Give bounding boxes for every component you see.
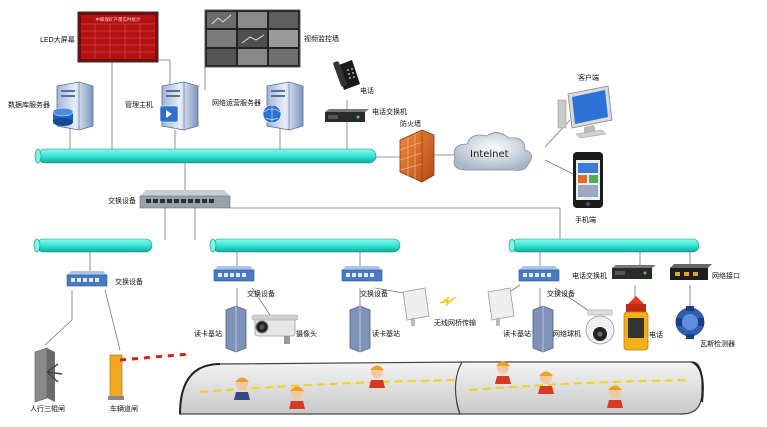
- phone-switch-bottom-icon: [612, 265, 656, 279]
- led-screen-text: 中联煤矿产量实时统计: [96, 16, 141, 23]
- label-switch-2: 交换设备: [247, 289, 275, 298]
- label-core-switch: 交换设备: [108, 196, 136, 205]
- label-reader-1: 读卡基站: [194, 329, 222, 338]
- core-switch-icon: [139, 190, 231, 209]
- label-net-gateway: 网络球机: [553, 329, 581, 338]
- label-turnstile: 人行三辊闸: [30, 404, 65, 413]
- emergency-phone-icon: [623, 296, 649, 351]
- label-reader-3: 读卡基站: [503, 329, 531, 338]
- worker-4-icon: [495, 361, 511, 384]
- main-bus: [34, 148, 377, 164]
- worker-6-icon: [607, 385, 623, 408]
- label-switch-3: 交换设备: [360, 289, 388, 298]
- label-gas-detector: 瓦斯检测器: [700, 339, 735, 348]
- internet-cloud-icon: [453, 132, 532, 171]
- switch-2-icon: [213, 266, 255, 282]
- label-net-interface: 网络接口: [712, 271, 740, 280]
- wireless-bridge-left-icon: [402, 287, 430, 326]
- label-db-server: 数据库服务器: [8, 100, 50, 109]
- switch-4-icon: [518, 266, 560, 282]
- led-screen-icon: 中联煤矿产量实时统计: [77, 11, 159, 63]
- firewall-icon: [399, 129, 435, 183]
- database-server-icon: [52, 81, 94, 131]
- gas-detector-icon: [675, 306, 705, 339]
- label-phone-switch-bottom: 电话交换机: [572, 271, 607, 280]
- dome-camera-icon: [585, 309, 615, 345]
- turnstile-icon: [34, 347, 63, 403]
- label-client: 客户端: [578, 73, 599, 82]
- label-reader-2: 读卡基站: [372, 329, 400, 338]
- label-switch-4: 交换设备: [547, 289, 575, 298]
- mobile-phone-icon: [573, 152, 603, 208]
- label-led-screen: LED大屏幕: [40, 35, 75, 44]
- wireless-bridge-right-icon: [487, 287, 515, 326]
- reader-station-3-icon: [532, 305, 554, 353]
- network-interface-icon: [670, 264, 712, 280]
- label-internet: Intelnet: [470, 149, 509, 160]
- phone-top-icon: [333, 60, 360, 90]
- sub-bus-right: [508, 238, 700, 253]
- label-mgmt-host: 管理主机: [125, 100, 153, 109]
- lightning-icon: [439, 296, 457, 307]
- switch-3-icon: [341, 266, 383, 282]
- worker-3-icon: [369, 365, 385, 388]
- vehicle-gate-icon: [108, 352, 191, 400]
- worker-1-icon: [234, 377, 250, 400]
- camera-icon: [251, 314, 299, 344]
- label-phone-bottom: 电话: [649, 330, 663, 339]
- label-wireless-bridge: 无线网桥传输: [434, 318, 476, 327]
- tunnel-left: [179, 361, 472, 415]
- label-phone-top: 电话: [360, 86, 374, 95]
- client-pc-icon: [557, 85, 613, 139]
- label-vehicle-gate: 车辆道闸: [110, 404, 138, 413]
- label-net-server: 网络运营服务器: [212, 98, 261, 107]
- label-phone-switch-top: 电话交换机: [372, 107, 407, 116]
- worker-2-icon: [289, 386, 305, 409]
- sub-bus-middle: [209, 238, 401, 253]
- worker-5-icon: [538, 371, 554, 394]
- label-switch-left: 交换设备: [115, 277, 143, 286]
- management-host-icon: [159, 81, 199, 131]
- sub-bus-left: [33, 238, 153, 253]
- switch-left-icon: [66, 271, 108, 287]
- phone-switch-top-icon: [325, 109, 369, 122]
- network-server-icon: [262, 81, 304, 131]
- video-wall-icon: [204, 9, 301, 68]
- reader-station-2-icon: [349, 305, 371, 353]
- reader-station-1-icon: [225, 305, 247, 353]
- label-firewall: 防火墙: [400, 119, 421, 128]
- label-camera: 摄像头: [296, 329, 317, 338]
- tunnel-right: [454, 361, 704, 415]
- label-video-wall: 视频监控墙: [304, 34, 339, 43]
- label-mobile: 手机端: [575, 215, 596, 224]
